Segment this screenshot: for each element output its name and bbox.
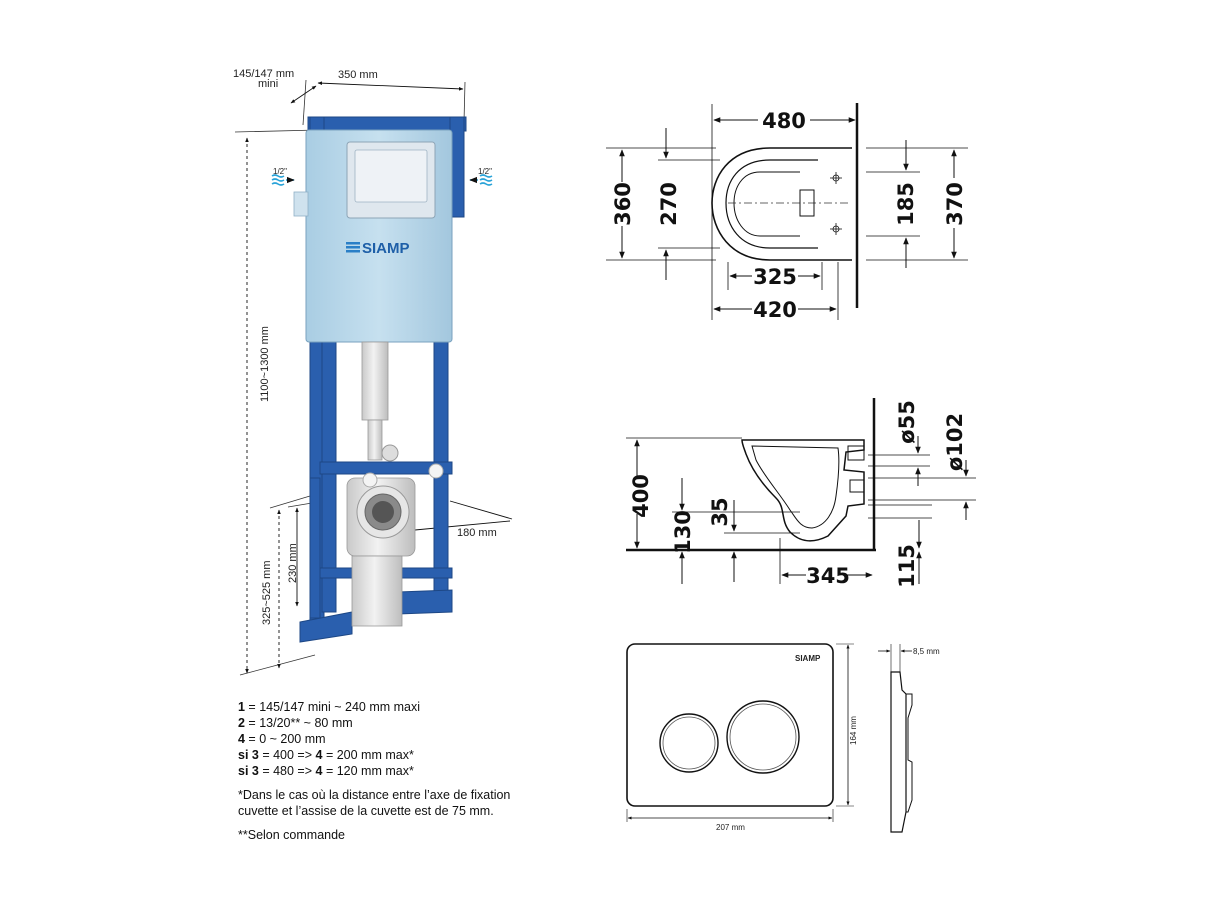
dim-130: 130: [671, 510, 695, 554]
half-flush-button: [659, 713, 719, 773]
water-inlet-right-icon: [469, 174, 493, 186]
outlet-height-dimension: 230 mm: [287, 543, 299, 583]
dim-370: 370: [943, 182, 967, 226]
note-footnote: *Dans le cas où la distance entre l’axe …: [238, 788, 511, 818]
inlet-left-label: 1/2": [273, 167, 287, 176]
dim-345: 345: [806, 564, 850, 588]
flush-plate-front-view: SIAMP 207 mm 164 mm: [626, 643, 858, 832]
dim-480: 480: [762, 109, 806, 133]
dim-d55: ø55: [895, 400, 919, 444]
svg-text:SIAMP: SIAMP: [362, 240, 410, 257]
dim-270: 270: [657, 182, 681, 226]
full-flush-button: [726, 700, 800, 774]
water-inlet-left-icon: [271, 174, 295, 186]
plate-thickness-dimension: 8,5 mm: [913, 647, 940, 656]
note-line-1: 1 = 145/147 mini ~ 240 mm maxi: [238, 700, 421, 714]
dim-325: 325: [753, 265, 797, 289]
plate-brand: SIAMP: [795, 654, 821, 663]
siamp-logo: SIAMP: [346, 240, 410, 257]
bowl-side-view: 400 130 35 345 ø55 ø102 115: [626, 398, 976, 588]
flush-plate-side-view: 8,5 mm: [878, 644, 940, 833]
depth-min-label: mini: [258, 78, 278, 90]
plate-height-dimension: 164 mm: [849, 716, 858, 745]
depth-dimension: 145/147 mm: [233, 68, 294, 80]
dim-d102: ø102: [943, 413, 967, 471]
dim-35: 35: [708, 497, 732, 526]
note-line-4: si 3 = 400 => 4 = 200 mm max*: [238, 748, 414, 762]
installation-frame-drawing: SIAMP 145/147 mm mini 350 mm 1/2": [233, 68, 513, 676]
note-line-3: 4 = 0 ~ 200 mm: [238, 732, 326, 746]
total-height-dimension: 1100~1300 mm: [259, 326, 271, 402]
note-footnote-2: **Selon commande: [238, 828, 346, 842]
note-line-2: 2 = 13/20** ~ 80 mm: [238, 716, 353, 730]
dim-185: 185: [894, 182, 918, 226]
fixing-height-dimension: 325~525 mm: [261, 560, 273, 625]
dim-115: 115: [895, 544, 919, 588]
note-line-5: si 3 = 480 => 4 = 120 mm max*: [238, 764, 414, 778]
dim-360: 360: [611, 182, 635, 226]
outlet-offset-dimension: 180 mm: [457, 527, 497, 539]
dim-400: 400: [629, 474, 653, 518]
dim-420: 420: [753, 298, 797, 322]
width-dimension: 350 mm: [338, 69, 378, 81]
plate-width-dimension: 207 mm: [716, 823, 745, 832]
inlet-right-label: 1/2": [478, 167, 492, 176]
bowl-top-view: 480 360 270 185 370 325 420: [606, 103, 968, 322]
installation-notes: 1 = 145/147 mini ~ 240 mm maxi 2 = 13/20…: [238, 699, 538, 843]
